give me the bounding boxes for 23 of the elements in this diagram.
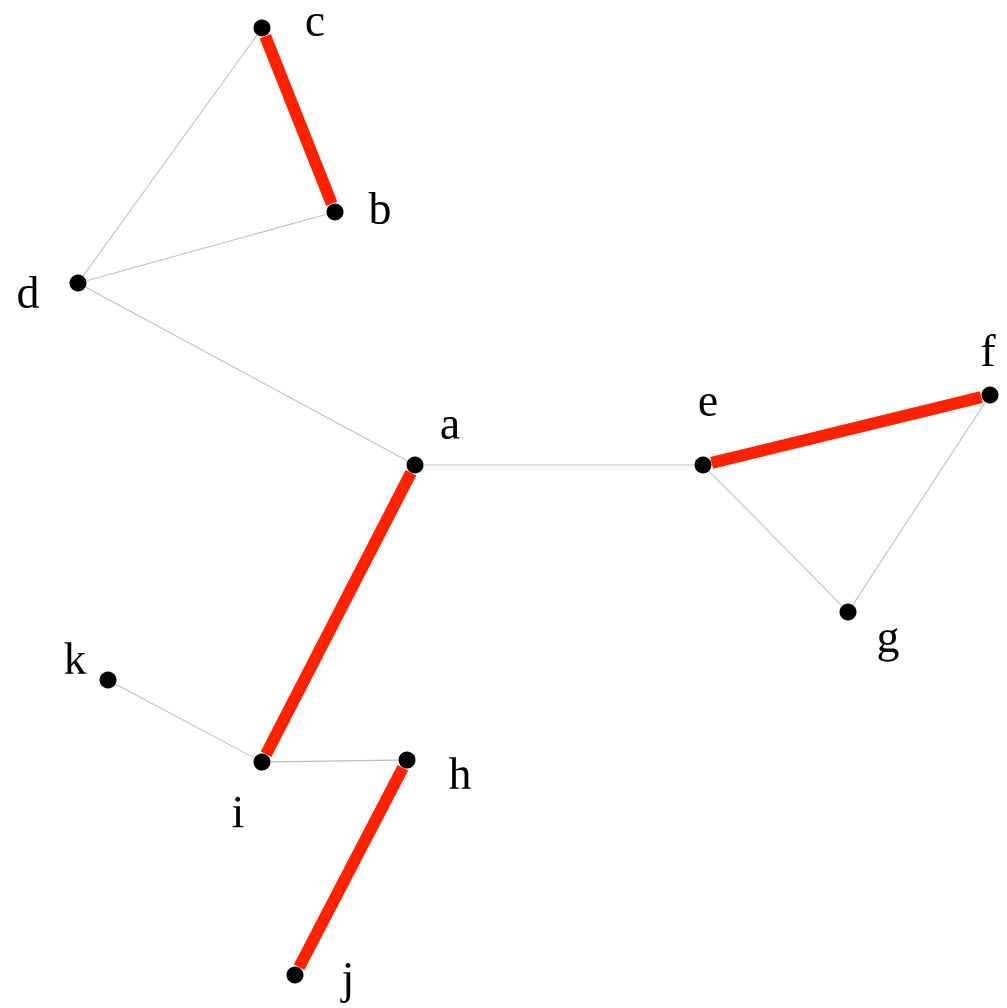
vertex-label: h <box>449 757 471 789</box>
graph-edge <box>82 34 258 277</box>
graph-edge <box>708 470 843 607</box>
graph-edge <box>423 464 695 466</box>
vertex-label: i <box>232 796 244 828</box>
vertex-label: j <box>340 963 351 1003</box>
vertex-label: k <box>64 642 87 674</box>
graph-edge <box>270 759 399 763</box>
graph-edge <box>85 286 408 462</box>
vertex-label: f <box>981 333 996 367</box>
matching-edge <box>710 391 983 469</box>
matching-edge <box>259 34 338 206</box>
vertex-label: c <box>306 14 324 36</box>
graph-edge <box>115 683 255 759</box>
vertex-label: e <box>699 394 717 416</box>
vertex-label: g <box>878 628 899 662</box>
graph-edge <box>852 401 986 606</box>
vertex-label: a <box>441 417 460 439</box>
vertex-label: d <box>18 275 39 309</box>
matching-edge <box>260 470 417 757</box>
graph-edge <box>86 213 327 282</box>
matching-edge <box>293 765 409 970</box>
vertex-label: b <box>368 191 390 225</box>
